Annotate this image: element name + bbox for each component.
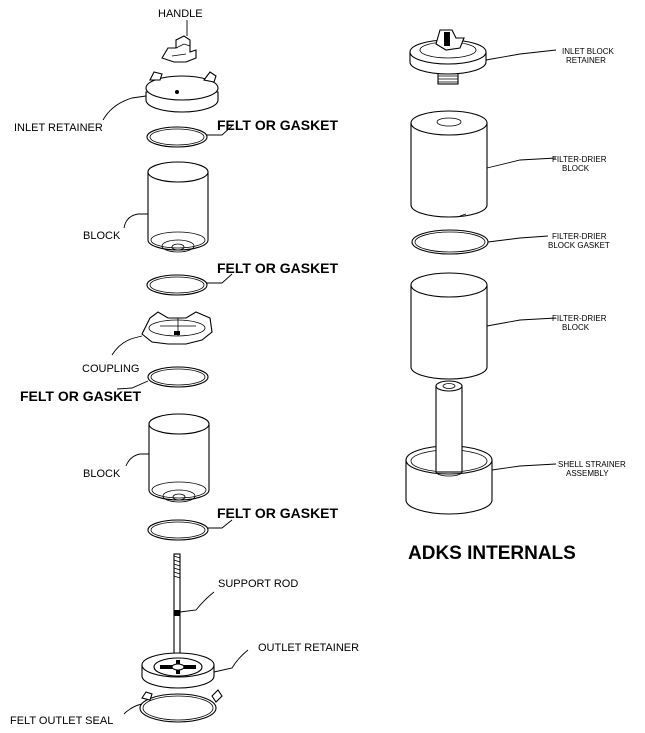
block-2-leader [125,453,149,467]
diagram-title: ADKS INTERNALS [408,543,576,564]
inlet-block-retainer-part [409,29,487,85]
coupling-part [141,311,213,345]
felt-outlet-seal-leader [123,703,143,715]
filter-drier-block-1-part [410,110,488,218]
filter-drier-block-2-part [410,272,488,380]
shell-strainer-assembly-part [405,380,493,515]
filter-drier-block-2-label-2: BLOCK [562,323,590,332]
coupling-label: COUPLING [82,363,139,375]
shell-strainer-assembly-label-1: SHELL STRAINER [558,460,626,469]
filter-drier-block-2-leader [486,317,557,327]
block-1-label: BLOCK [83,230,121,242]
felt-gasket-4-label: FELT OR GASKET [217,505,339,521]
felt-gasket-3-leader [116,380,149,390]
felt-gasket-4-leader [208,519,233,529]
inlet-block-retainer-label-2: RETAINER [566,56,606,65]
filter-drier-block-1-label-2: BLOCK [562,164,590,173]
filter-drier-block-gasket-label-2: BLOCK GASKET [548,241,610,250]
support-rod-label: SUPPORT ROD [218,578,298,590]
block-1-gap-mark [459,213,467,217]
block-1-part [147,161,209,253]
support-rod-leader [179,591,215,613]
block-1-leader [123,213,148,229]
felt-gasket-2-part [146,274,208,296]
inlet-retainer-part [145,71,219,113]
handle-label: HANDLE [158,8,203,20]
filter-drier-block-gasket-leader [487,235,549,243]
inlet-retainer-leader [102,95,147,121]
felt-gasket-3-part [147,366,209,388]
felt-gasket-1-part [146,126,208,148]
outlet-retainer-leader [213,649,249,673]
shell-strainer-assembly-leader [491,463,557,471]
felt-outlet-seal-part [139,689,223,723]
filter-drier-block-gasket-part [411,229,489,255]
inlet-retainer-label: INLET RETAINER [14,122,103,134]
block-2-part [148,413,210,503]
inlet-block-retainer-label-1: INLET BLOCK [562,47,615,56]
outlet-retainer-part [141,652,215,689]
inlet-block-retainer-leader [485,49,557,61]
felt-gasket-2-leader [207,273,233,284]
filter-drier-block-gasket-label-1: FILTER-DRIER [552,232,607,241]
felt-gasket-1-leader [207,125,233,136]
felt-outlet-seal-label: FELT OUTLET SEAL [10,715,113,727]
support-rod-part [173,553,181,665]
coupling-leader [111,335,143,356]
filter-drier-block-1-leader [486,157,557,169]
felt-gasket-3-label: FELT OR GASKET [20,388,142,404]
filter-drier-block-2-label-1: FILTER-DRIER [552,314,607,323]
shell-strainer-assembly-label-2: ASSEMBLY [566,469,609,478]
block-2-label: BLOCK [83,468,121,480]
outlet-retainer-label: OUTLET RETAINER [258,642,359,654]
felt-gasket-4-part [147,519,209,541]
filter-drier-block-1-label-1: FILTER-DRIER [552,155,607,164]
felt-gasket-2-label: FELT OR GASKET [217,260,339,276]
handle-part [161,35,197,63]
felt-gasket-1-label: FELT OR GASKET [217,117,339,133]
